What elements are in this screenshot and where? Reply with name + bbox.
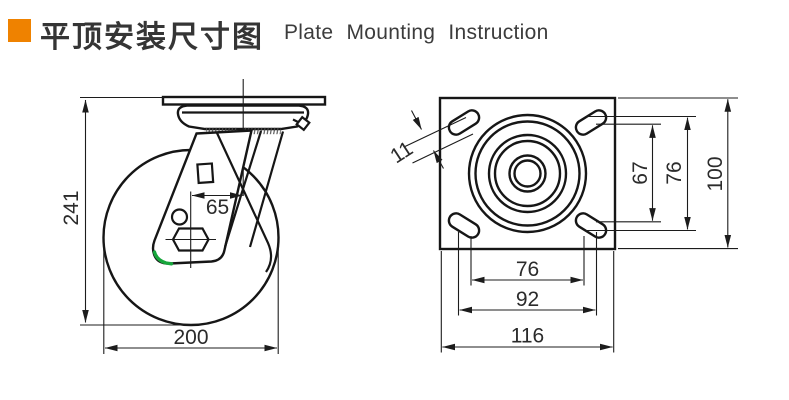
dim-text-116: 116: [511, 325, 544, 348]
bearing-circles: [467, 113, 588, 234]
bolt-slot-top-left: [447, 109, 481, 136]
dim-overall-height: 241: [60, 96, 192, 326]
top-plate-side: [161, 95, 327, 106]
page-title-chinese: 平顶安装尺寸图: [40, 21, 264, 54]
dim-text-100: 100: [704, 156, 727, 191]
grease-fitting: [292, 115, 311, 132]
dim-vertical-outer: 76: [586, 115, 696, 232]
dim-text-241: 241: [60, 190, 83, 225]
page-header: 平顶安装尺寸图 Plate Mounting Instruction: [0, 0, 789, 60]
fork-square-hole: [196, 162, 215, 185]
bolt-slot-bottom-right: [574, 212, 608, 239]
page-title-english: Plate Mounting Instruction: [284, 21, 549, 44]
dim-wheel-diameter: 200: [103, 243, 279, 354]
orange-bullet-icon: [8, 19, 31, 42]
dim-plate-length: 100: [618, 97, 738, 250]
plate-view: 11 67 76 100: [386, 96, 738, 353]
dim-text-65: 65: [206, 196, 229, 219]
dim-text-200: 200: [173, 326, 208, 349]
fork-leg-back: [216, 130, 285, 273]
dim-plate-width: 116: [440, 251, 615, 353]
dim-text-76v: 76: [663, 161, 686, 184]
dim-text-92: 92: [516, 288, 539, 311]
side-view: 241 65 200: [60, 79, 327, 354]
dim-text-67: 67: [629, 161, 652, 184]
dim-horizontal-outer: 92: [457, 232, 598, 316]
dim-horizontal-inner: 76: [470, 236, 585, 286]
dim-text-76h: 76: [516, 258, 539, 281]
fork-small-hole: [170, 208, 189, 226]
green-quality-mark: [152, 250, 174, 266]
axle-crosshair: [165, 191, 216, 268]
dim-swivel-offset: 65: [191, 192, 243, 219]
bolt-slots: [447, 109, 608, 239]
bolt-slot-bottom-left: [447, 212, 481, 239]
dim-text-11: 11: [386, 137, 417, 168]
dim-vertical-inner: 67: [596, 123, 661, 223]
